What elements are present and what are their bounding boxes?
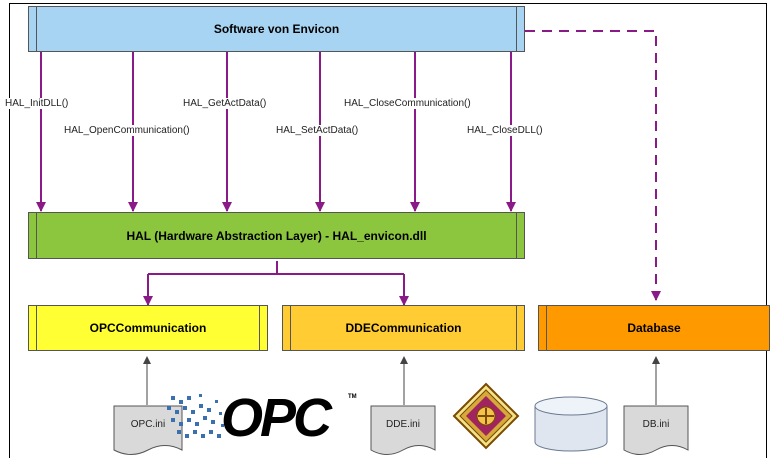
hal-box: HAL (Hardware Abstraction Layer) - HAL_e… [28,212,525,259]
db-ini-file-icon: DB.ini [623,405,689,460]
fn-label-setact: HAL_SetActData() [276,125,359,136]
opc-ini-label: OPC.ini [130,419,166,430]
fn-label-opencomm: HAL_OpenCommunication() [64,125,190,136]
fn-label-closecomm: HAL_CloseCommunication() [344,98,471,109]
box-bar-right [516,213,524,258]
envicon-software-box: Software von Envicon [28,6,525,52]
dde-ini-file-icon: DDE.ini [370,405,436,460]
fn-label-getact: HAL_GetActData() [183,98,267,109]
opc-logo-dots [167,394,224,438]
hal-label: HAL (Hardware Abstraction Layer) - HAL_e… [126,228,427,243]
fn-label-closedll: HAL_CloseDLL() [467,125,543,136]
database-label: Database [627,321,681,335]
opc-communication-box: OPCCommunication [28,305,268,351]
db-ini-label: DB.ini [642,419,670,430]
box-bar-left [29,7,37,51]
arrow-hal-split [148,261,404,275]
opc-communication-label: OPCCommunication [89,321,207,335]
opc-logo-trademark: TM [348,394,357,400]
database-cylinder-icon [533,396,609,454]
opc-logo: OPC TM [163,388,363,448]
arrow-envicon-database [525,30,661,301]
fn-label-initdll: HAL_InitDLL() [5,98,69,109]
dde-ini-label: DDE.ini [386,419,420,430]
diagram-frame [9,3,767,458]
box-bar-left [29,306,37,350]
dde-diamond-icon [452,382,520,450]
box-bar-left [29,213,37,258]
opc-logo-text: OPC [221,388,332,448]
opc-ini-file-icon: OPC.ini [113,405,183,460]
envicon-software-label: Software von Envicon [213,22,340,36]
dde-communication-box: DDECommunication [282,305,525,351]
box-bar-right [516,7,524,51]
database-box: Database [538,305,770,351]
box-bar-right [516,306,524,350]
box-bar-left [539,306,547,350]
box-bar-left [283,306,291,350]
dde-communication-label: DDECommunication [345,321,462,335]
box-bar-right [259,306,267,350]
